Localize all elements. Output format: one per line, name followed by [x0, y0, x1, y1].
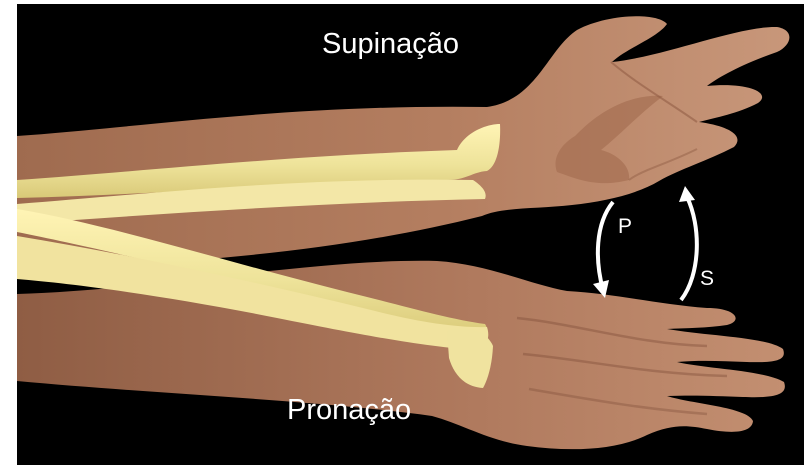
supination-label: Supinação: [322, 30, 459, 59]
curved-arrow-up-head: [679, 186, 695, 202]
pronation-label: Pronação: [287, 396, 411, 425]
arrow-s-label: S: [700, 268, 714, 289]
rotation-arrows: [593, 186, 697, 300]
curved-arrow-down-icon: [598, 202, 613, 290]
arrow-p-label: P: [618, 216, 632, 237]
forearm-rotation-illustration: Supinação Pronação P S: [17, 4, 804, 465]
curved-arrow-up-icon: [681, 197, 697, 300]
